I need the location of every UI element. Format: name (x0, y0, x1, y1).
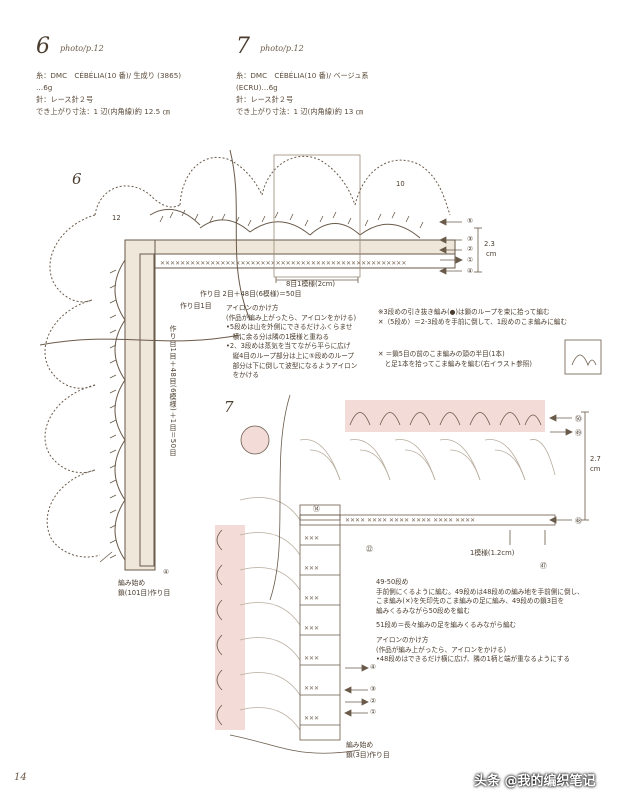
notes-7-line-51: 51段め＝長々編みの足を編みくるみながら編む (376, 621, 517, 629)
pattern-7-info-line: 針：レース針２号 (236, 95, 294, 104)
iron-note-line: 部分は下に倒して波型になるようアイロン (226, 361, 358, 370)
diagram-6-round-label: ③ (467, 235, 474, 243)
iron-note-line: 横に余る分は隣の1模様と重ねる (226, 332, 330, 341)
pattern-7-info-line: でき上がり寸法：1 辺(内角線)約 13 ㎝ (236, 107, 363, 116)
diagram-7-round-48: ㊽ (575, 517, 582, 525)
notes-7-iron: アイロンのかけ方 (作品が編み上がったら、アイロンをかける) •48段めはできる… (376, 636, 570, 665)
start-note-line: 編み始め (346, 741, 374, 749)
svg-text:✕✕✕: ✕✕✕ (304, 595, 319, 602)
watermark: 头条 @我的编织笔记 (474, 774, 596, 789)
diagram-7-side-round: ① (370, 708, 377, 716)
legend-line: ※3段めの引き抜き編み(●)は鎖のループを束に拾って編む (378, 308, 550, 316)
diagram-7-side-round: ③ (370, 685, 377, 693)
iron-note-line: をかける (226, 371, 259, 380)
diagram-6-round-label: ① (467, 256, 474, 264)
diagram-7-side-round: ② (370, 697, 377, 705)
pattern-7-info-line: 糸：DMC CÉBÉLIA(10 番)/ ベージュ系 (236, 71, 369, 80)
pattern-7-info: 糸：DMC CÉBÉLIA(10 番)/ ベージュ系 (ECRU)…6g 針：レ… (236, 70, 369, 118)
svg-text:✕✕✕: ✕✕✕ (304, 655, 319, 662)
diagram-6-round-label: ④ (467, 267, 474, 275)
notes-7-iron-line: (作品が編み上がったら、アイロンをかける) (376, 645, 507, 654)
diagram-7-repeat-label: 1模様(1.2cm) (470, 549, 515, 557)
pattern-7-number: 7 (236, 34, 250, 59)
iron-note-line: •2、3段めは蒸気を当てながら平らに広げ (226, 342, 351, 351)
stitch-legend-2: ✕ ＝鎖5目の前のこま編みの頭の半目(1本) と足1本を拾ってこま編みを編む(右… (378, 350, 532, 369)
diagram-6-title: 6 (72, 170, 82, 188)
start-note-line: 編み始め (118, 579, 146, 587)
diagram-6-height-unit: cm (486, 250, 497, 258)
pattern-6-number: 6 (36, 34, 50, 59)
notes-7-line: 編みくるみながら50段めを編む (376, 606, 470, 615)
iron-note-line: (作品が編み上がったら、アイロンをかける) (226, 313, 357, 322)
diagram-6-corner-round: ④ (163, 568, 170, 576)
pattern-7-photo-ref: photo/p.12 (260, 44, 304, 53)
svg-text:✕✕✕✕ ✕✕✕✕ ✕✕✕✕ ✕✕✕✕ ✕✕✕✕ ✕✕✕✕: ✕✕✕✕ ✕✕✕✕ ✕✕✕✕ ✕✕✕✕ ✕✕✕✕ ✕✕✕✕ (345, 517, 475, 524)
legend-line: と足1本を拾ってこま編みを編む(右イラスト参照) (378, 359, 532, 368)
diagram-7-round-47: ㊼ (540, 562, 547, 570)
legend-line: ✕ ＝鎖5目の前のこま編みの頭の半目(1本) (378, 350, 505, 358)
pattern-6-info-line: 針：レース針２号 (36, 95, 94, 104)
pattern-6-info-line: でき上がり寸法：1 辺(内角線)約 12.5 ㎝ (36, 107, 170, 116)
diagram-6-repeat-label: 8目1模様(2cm) (286, 280, 336, 288)
pattern-6-info-line: …6g (36, 83, 53, 92)
svg-text:✕✕✕✕✕✕✕✕✕✕✕✕✕✕✕✕✕✕✕✕✕✕✕✕✕✕✕✕✕✕: ✕✕✕✕✕✕✕✕✕✕✕✕✕✕✕✕✕✕✕✕✕✕✕✕✕✕✕✕✕✕✕✕✕✕✕✕✕✕✕✕… (160, 260, 406, 267)
pattern-7-info-line: (ECRU)…6g (236, 83, 278, 92)
diagram-6-row-count: 作り目 2目＋48目(6模様)＝50目 (200, 290, 302, 298)
pattern-6-info: 糸：DMC CÉBÉLIA(10 番)/ 生成り (3865) …6g 針：レー… (36, 70, 181, 118)
diagram-7-start-note: 編み始め 鎖(3目)作り目 (346, 740, 390, 760)
diagram-6-round-12: 12 (112, 214, 121, 222)
diagram-7-height-unit: cm (590, 465, 601, 473)
svg-text:✕✕✕: ✕✕✕ (304, 565, 319, 572)
notes-7-line: 手前側にくるように編む。49段めは48段めの編み地を手前側に倒し、 (376, 587, 584, 596)
diagram-7-height: 2.7 (590, 455, 601, 463)
svg-text:✕✕✕: ✕✕✕ (304, 715, 319, 722)
notes-7-line: こま編み(✕)を矢印先のこま編みの足に編み、49段めの鎖3目を (376, 597, 565, 606)
notes-7-iron-line: •48段めはできるだけ横に広げ、隣の1柄と端が重なるようにする (376, 655, 570, 664)
diagram-6-start-label: 作り目1目 (180, 302, 212, 310)
notes-7-title: 49-50段め (376, 578, 409, 586)
page-number: 14 (14, 772, 27, 783)
svg-text:✕✕✕: ✕✕✕ (304, 625, 319, 632)
svg-text:✕✕✕: ✕✕✕ (304, 685, 319, 692)
start-note-line: 鎖(3目)作り目 (346, 751, 390, 759)
diagram-7-round-label: ㊾ (575, 429, 582, 437)
iron-note-line: •5段めは山を外側にできるだけふくらませ (226, 323, 353, 332)
diagram-6-round-label: ⑤ (467, 217, 474, 225)
legend-line: ✕（5段め）＝2-3段めを手前に倒して、1段めのこま編みに編む (378, 317, 567, 326)
diagram-6-height: 2.3 (484, 240, 495, 248)
iron-note-line: 縦4目のループ部分は上に⑤段めのループ (226, 351, 355, 360)
notes-7: 49-50段め 手前側にくるように編む。49段めは48段めの編み地を手前側に倒し… (376, 578, 584, 616)
iron-note-title: アイロンのかけ方 (226, 304, 279, 312)
diagram-7-side-round: ④ (370, 663, 377, 671)
diagram-6-vertical-count: 作り目1目＋48目(6模様)＋1目＝50目 (169, 325, 177, 457)
start-note-line: 鎖(101目)作り目 (118, 589, 171, 597)
diagram-7-title: 7 (224, 398, 234, 416)
diagram-7-round-label: ㊿ (575, 415, 582, 423)
iron-note-6: アイロンのかけ方 (作品が編み上がったら、アイロンをかける) •5段めは山を外側… (226, 304, 357, 381)
diagram-6-round-10: 10 (396, 180, 405, 188)
pattern-6-info-line: 糸：DMC CÉBÉLIA(10 番)/ 生成り (3865) (36, 71, 182, 80)
pattern-6-photo-ref: photo/p.12 (60, 44, 104, 53)
diagram-7-round-14: ⑭ (313, 505, 320, 513)
svg-text:✕✕✕: ✕✕✕ (304, 535, 319, 542)
diagram-6-round-label: ② (467, 245, 474, 253)
diagram-6-start-note: 編み始め 鎖(101目)作り目 (118, 578, 170, 598)
notes-7-iron-title: アイロンのかけ方 (376, 636, 429, 644)
stitch-legend: ※3段めの引き抜き編み(●)は鎖のループを束に拾って編む ✕（5段め）＝2-3段… (378, 308, 567, 327)
diagram-7-round-22: ㉒ (366, 545, 373, 553)
